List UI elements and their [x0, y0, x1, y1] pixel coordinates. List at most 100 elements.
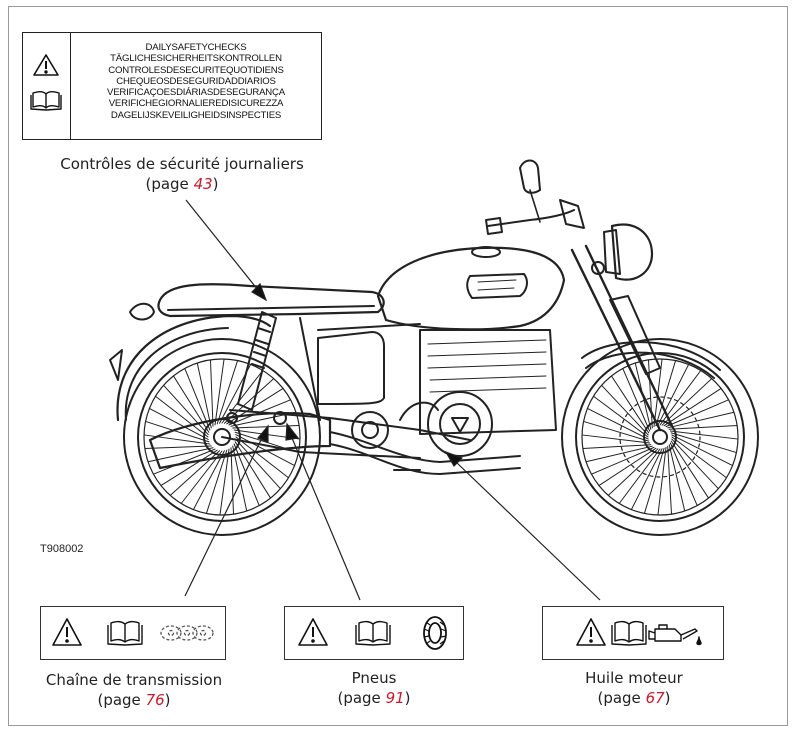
wheel-spoke	[661, 378, 713, 426]
sticker-line: VERIFICHEGIORNALIEREDISICUREZZA	[108, 98, 284, 110]
wheel-spoke	[196, 362, 212, 429]
wheel-spoke	[160, 449, 218, 487]
sticker-line: TÄGLICHESICHERHEITSKONTROLLEN	[110, 53, 282, 65]
sticker-line: DAGELIJSKEVEILIGHEIDSINSPECTIES	[110, 109, 282, 121]
wheel-spoke	[663, 387, 722, 427]
wheel-spoke	[657, 363, 690, 426]
wheel-spoke	[205, 449, 228, 514]
wheel-spoke	[230, 447, 235, 515]
wheel-spoke	[590, 446, 655, 475]
wheel-spoke	[235, 436, 289, 479]
sticker-icon-column	[23, 33, 71, 139]
sticker-line: DAILYSAFETYCHECKS	[145, 42, 247, 53]
wheel-spoke	[163, 384, 209, 436]
warning-triangle-icon	[33, 54, 59, 76]
wheel-spoke	[585, 445, 653, 463]
warning-triangle-icon	[576, 618, 606, 646]
tyres-page-ref: (page 91)	[294, 688, 454, 708]
page-prefix: (page	[97, 691, 146, 709]
wheel-spoke	[622, 367, 651, 432]
wheel-spoke	[143, 434, 211, 445]
wheel-spoke	[152, 448, 216, 475]
wheel-spoke	[219, 448, 230, 516]
wheel-spoke	[670, 432, 737, 454]
sticker-line: CONTROLESDESECURITEQUOTIDIENS	[108, 64, 284, 76]
wheel-spoke	[586, 407, 649, 440]
wheel-spoke	[155, 395, 209, 438]
wheel-spoke	[671, 438, 719, 490]
wheel-spoke	[668, 444, 686, 512]
oil-page-ref: (page 67)	[552, 688, 716, 708]
open-book-icon	[611, 620, 647, 646]
figure-frame	[8, 6, 788, 726]
chain-icon	[160, 625, 214, 641]
chain-page-ref: (page 76)	[18, 690, 250, 710]
wheel-spoke	[669, 442, 698, 507]
wheel-spoke	[582, 444, 652, 450]
tyres-caption: Pneus (page 91)	[294, 668, 454, 708]
wheel-spoke	[232, 445, 248, 512]
wheel-spoke	[214, 358, 225, 426]
wheel-spoke	[581, 434, 651, 444]
wheel-spoke	[209, 359, 214, 427]
tyre-icon	[423, 616, 447, 650]
wheel-spoke	[670, 440, 710, 499]
chain-label: Chaîne de transmission	[45, 671, 223, 689]
wheel-spoke	[653, 358, 663, 428]
wheel-spoke	[610, 375, 650, 434]
chain-icon-box	[40, 606, 226, 660]
wheel-spoke	[668, 424, 738, 430]
daily-checks-page-ref: (page 43)	[22, 174, 342, 194]
oil-icon-box	[542, 606, 724, 660]
oil-can-icon	[648, 624, 702, 646]
wheel-spoke	[180, 450, 223, 504]
page-prefix: (page	[145, 175, 194, 193]
tyres-page-link[interactable]: 91	[385, 689, 405, 707]
wheel-spoke	[601, 384, 649, 436]
page-suffix: )	[664, 689, 671, 707]
oil-page-link[interactable]: 67	[645, 689, 665, 707]
oil-label: Huile moteur	[585, 669, 683, 687]
daily-checks-label: Contrôles de sécurité journaliers	[60, 155, 304, 173]
wheel-spoke	[598, 447, 657, 487]
wheel-spoke	[618, 448, 661, 504]
wheel-spoke	[147, 447, 214, 463]
page-suffix: )	[212, 175, 219, 193]
wheel-spoke	[192, 450, 225, 511]
wheel-spoke	[223, 378, 275, 424]
wheel-spoke	[671, 434, 734, 467]
wheel-spoke	[216, 360, 239, 425]
chain-caption: Chaîne de transmission (page 76)	[18, 670, 250, 710]
wheel-spoke	[655, 360, 677, 427]
wheel-spoke	[630, 448, 663, 511]
daily-checks-page-link[interactable]: 43	[193, 175, 213, 193]
page-prefix: (page	[337, 689, 386, 707]
tyres-label: Pneus	[351, 669, 397, 687]
wheel-spoke	[145, 420, 210, 443]
open-book-icon	[355, 620, 391, 646]
wheel-spoke	[234, 441, 272, 499]
page-suffix: )	[164, 691, 171, 709]
wheel-spoke	[667, 445, 673, 515]
warning-triangle-icon	[298, 618, 328, 646]
oil-caption: Huile moteur (page 67)	[552, 668, 716, 708]
wheel-spoke	[643, 447, 665, 514]
sticker-text-lines: DAILYSAFETYCHECKS TÄGLICHESICHERHEITSKON…	[73, 42, 319, 121]
wheel-spoke	[671, 436, 727, 479]
wheel-spoke	[235, 438, 281, 490]
wheel-spoke	[665, 399, 730, 428]
warning-triangle-icon	[52, 618, 82, 646]
wheel-spoke	[148, 407, 209, 440]
daily-checks-caption: Contrôles de sécurité journaliers (page …	[22, 154, 342, 194]
open-book-icon	[30, 90, 62, 111]
wheel-spoke	[657, 446, 667, 516]
tyres-icon-box	[284, 606, 464, 660]
wheel-spoke	[607, 448, 659, 496]
chain-page-link[interactable]: 76	[145, 691, 165, 709]
wheel-spoke	[184, 367, 211, 431]
page-suffix: )	[404, 689, 411, 707]
page-prefix: (page	[597, 689, 646, 707]
wheel-spoke	[144, 445, 212, 450]
figure-code: T908002	[40, 543, 84, 555]
open-book-icon	[107, 620, 143, 646]
